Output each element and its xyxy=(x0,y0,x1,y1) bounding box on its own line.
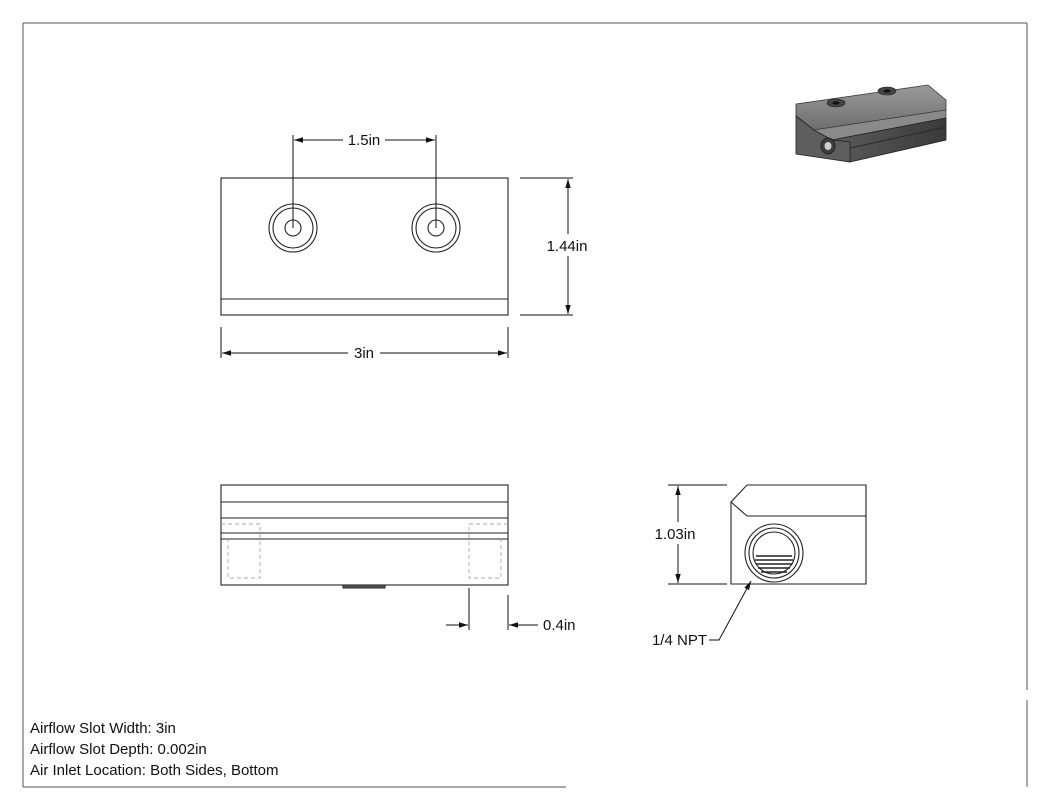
dimension-height xyxy=(520,177,573,316)
notes-block: Airflow Slot Width: 3in Airflow Slot Dep… xyxy=(30,720,278,779)
front-view-outline xyxy=(220,484,509,586)
offset-label: 0.4in xyxy=(543,617,576,634)
thread-label: 1/4 NPT xyxy=(652,632,707,649)
npt-port xyxy=(744,523,804,583)
bottom-inlet-fitting xyxy=(342,584,386,589)
thread-leader xyxy=(709,580,752,641)
iso-side-face xyxy=(795,115,851,163)
dimension-offset xyxy=(446,588,538,630)
height-label: 1.44in xyxy=(547,238,588,255)
hidden-inlet-left xyxy=(221,523,261,579)
front-view xyxy=(220,484,509,589)
top-view-outline xyxy=(220,177,509,316)
dimension-hole-spacing xyxy=(292,135,437,228)
side-view-outline xyxy=(730,484,867,585)
side-height-label: 1.03in xyxy=(655,526,696,543)
dimension-side-height xyxy=(668,484,727,585)
width-label: 3in xyxy=(354,345,374,362)
side-view xyxy=(730,484,867,585)
note-slot-width: Airflow Slot Width: 3in xyxy=(30,720,176,737)
note-slot-depth: Airflow Slot Depth: 0.002in xyxy=(30,741,207,758)
top-view xyxy=(220,177,509,316)
isometric-view xyxy=(795,84,947,163)
sheet-border xyxy=(22,22,1028,788)
hole-spacing-label: 1.5in xyxy=(348,132,381,149)
note-inlet-location: Air Inlet Location: Both Sides, Bottom xyxy=(30,762,278,779)
dimension-width xyxy=(220,327,509,358)
hidden-inlet-right xyxy=(468,523,508,579)
